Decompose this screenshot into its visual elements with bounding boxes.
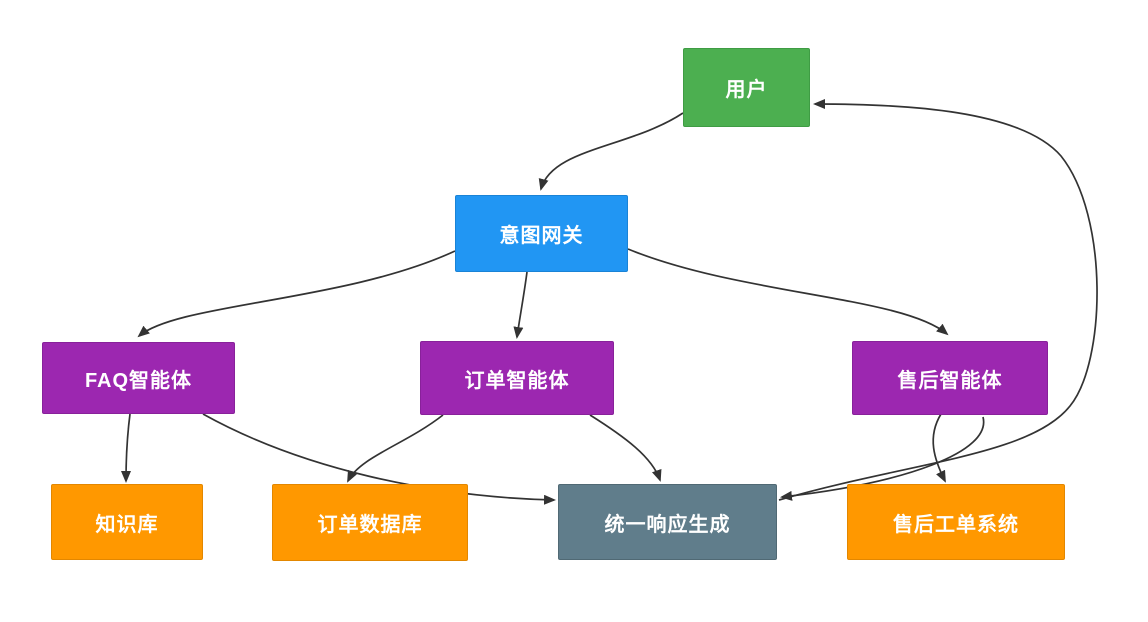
edge-user-to-intent-gateway <box>538 112 684 191</box>
node-unified-response-label: 统一响应生成 <box>604 513 731 536</box>
node-ticket-system: 售后工单系统 <box>847 484 1065 560</box>
edge-intent-gateway-to-aftersales-agent <box>627 248 949 336</box>
node-unified-response: 统一响应生成 <box>558 484 777 560</box>
node-aftersales-agent-label: 售后智能体 <box>897 369 1003 392</box>
node-faq-agent-label: FAQ智能体 <box>84 369 193 392</box>
edge-aftersales-agent-to-ticket-system <box>932 413 946 483</box>
node-intent-gateway: 意图网关 <box>455 195 628 272</box>
edge-intent-gateway-to-faq-agent <box>137 250 456 338</box>
edge-intent-gateway-to-order-agent <box>513 271 528 339</box>
edge-order-agent-to-order-database <box>347 414 444 483</box>
node-user: 用户 <box>683 48 810 127</box>
node-order-agent-label: 订单智能体 <box>464 369 570 392</box>
node-faq-agent: FAQ智能体 <box>42 342 235 414</box>
edge-order-agent-to-unified-response <box>589 414 662 482</box>
edge-unified-response-to-user <box>778 99 1098 501</box>
edge-faq-agent-to-knowledge-base <box>121 413 132 483</box>
node-order-agent: 订单智能体 <box>420 341 614 415</box>
node-order-database-label: 订单数据库 <box>317 514 423 536</box>
node-aftersales-agent: 售后智能体 <box>852 341 1048 415</box>
node-knowledge-base: 知识库 <box>51 484 203 560</box>
node-knowledge-base-label: 知识库 <box>95 513 159 536</box>
node-ticket-system-label: 售后工单系统 <box>893 513 1019 536</box>
node-intent-gateway-label: 意图网关 <box>499 225 584 247</box>
node-user-label: 用户 <box>725 79 768 101</box>
node-order-database: 订单数据库 <box>272 484 468 561</box>
